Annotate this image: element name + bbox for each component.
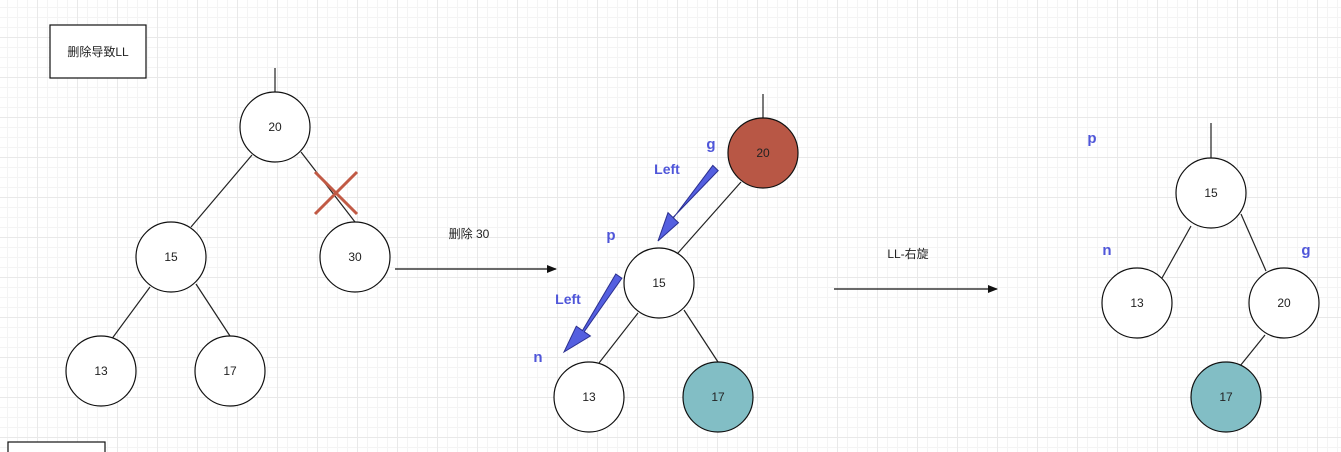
tree1-node-lr-label: 17 bbox=[223, 364, 237, 378]
arrow-top-label: Left bbox=[654, 161, 680, 177]
title-box-label: 删除导致LL bbox=[67, 44, 129, 59]
tree3-node-root: 15 bbox=[1175, 157, 1247, 229]
tree2-node-lr-label: 17 bbox=[711, 390, 725, 404]
edge-20-15 bbox=[190, 154, 253, 228]
tree3-node-right: 20 bbox=[1248, 267, 1320, 339]
tree2-node-left: 15 bbox=[623, 247, 695, 319]
title-box: 删除导致LL bbox=[49, 24, 147, 79]
tree3-node-rl-label: 17 bbox=[1219, 390, 1233, 404]
p-label: p bbox=[606, 227, 615, 244]
tree1-node-lr: 17 bbox=[194, 335, 266, 407]
partial-box bbox=[7, 441, 106, 452]
tree-after-rotation: 15 13 20 17 p n g bbox=[1087, 123, 1320, 433]
edge-15-13 bbox=[110, 286, 151, 341]
tree1-node-left: 15 bbox=[135, 221, 207, 293]
tree2-node-root-label: 20 bbox=[756, 146, 770, 160]
g-label: g bbox=[706, 136, 715, 153]
edge-20-15 bbox=[677, 181, 742, 254]
edge-15-17 bbox=[195, 283, 231, 337]
n-label: n bbox=[1102, 242, 1111, 259]
delete-cross-icon bbox=[313, 170, 359, 216]
step2-label: LL-右旋 bbox=[887, 246, 928, 261]
tree2-node-left-label: 15 bbox=[652, 276, 666, 290]
n-label: n bbox=[533, 349, 542, 366]
tree1-node-root-label: 20 bbox=[268, 120, 282, 134]
tree3-node-right-label: 20 bbox=[1277, 296, 1291, 310]
step1-transition: 删除 30 bbox=[395, 226, 557, 273]
tree3-node-rl: 17 bbox=[1190, 361, 1262, 433]
tree-before-delete: 20 15 30 13 17 bbox=[65, 68, 391, 407]
tree-after-delete: 20 15 13 17 g Left p Left n bbox=[533, 94, 799, 433]
edge-20-17 bbox=[1239, 334, 1266, 367]
step2-transition: LL-右旋 bbox=[834, 246, 998, 293]
arrow-bottom-label: Left bbox=[555, 291, 581, 307]
tree1-node-ll-label: 13 bbox=[94, 364, 108, 378]
edge-15-13 bbox=[598, 312, 639, 364]
left-arrow-top-icon bbox=[657, 164, 719, 242]
tree3-node-root-label: 15 bbox=[1204, 186, 1218, 200]
tree3-node-left-label: 13 bbox=[1130, 296, 1144, 310]
g-label: g bbox=[1301, 242, 1310, 259]
tree1-node-ll: 13 bbox=[65, 335, 137, 407]
edge-15-20 bbox=[1240, 213, 1267, 272]
edge-15-13 bbox=[1161, 225, 1192, 279]
tree1-node-right: 30 bbox=[319, 221, 391, 293]
left-arrow-bottom-icon bbox=[562, 273, 623, 354]
tree1-node-right-label: 30 bbox=[348, 250, 362, 264]
tree1-node-root: 20 bbox=[239, 91, 311, 163]
p-label: p bbox=[1087, 130, 1096, 147]
tree1-node-left-label: 15 bbox=[164, 250, 178, 264]
edge-15-17 bbox=[683, 309, 719, 363]
tree2-node-ll: 13 bbox=[553, 361, 625, 433]
step1-label: 删除 30 bbox=[449, 226, 490, 241]
tree3-node-left: 13 bbox=[1101, 267, 1173, 339]
tree2-node-ll-label: 13 bbox=[582, 390, 596, 404]
tree2-node-root: 20 bbox=[727, 117, 799, 189]
tree2-node-lr: 17 bbox=[682, 361, 754, 433]
